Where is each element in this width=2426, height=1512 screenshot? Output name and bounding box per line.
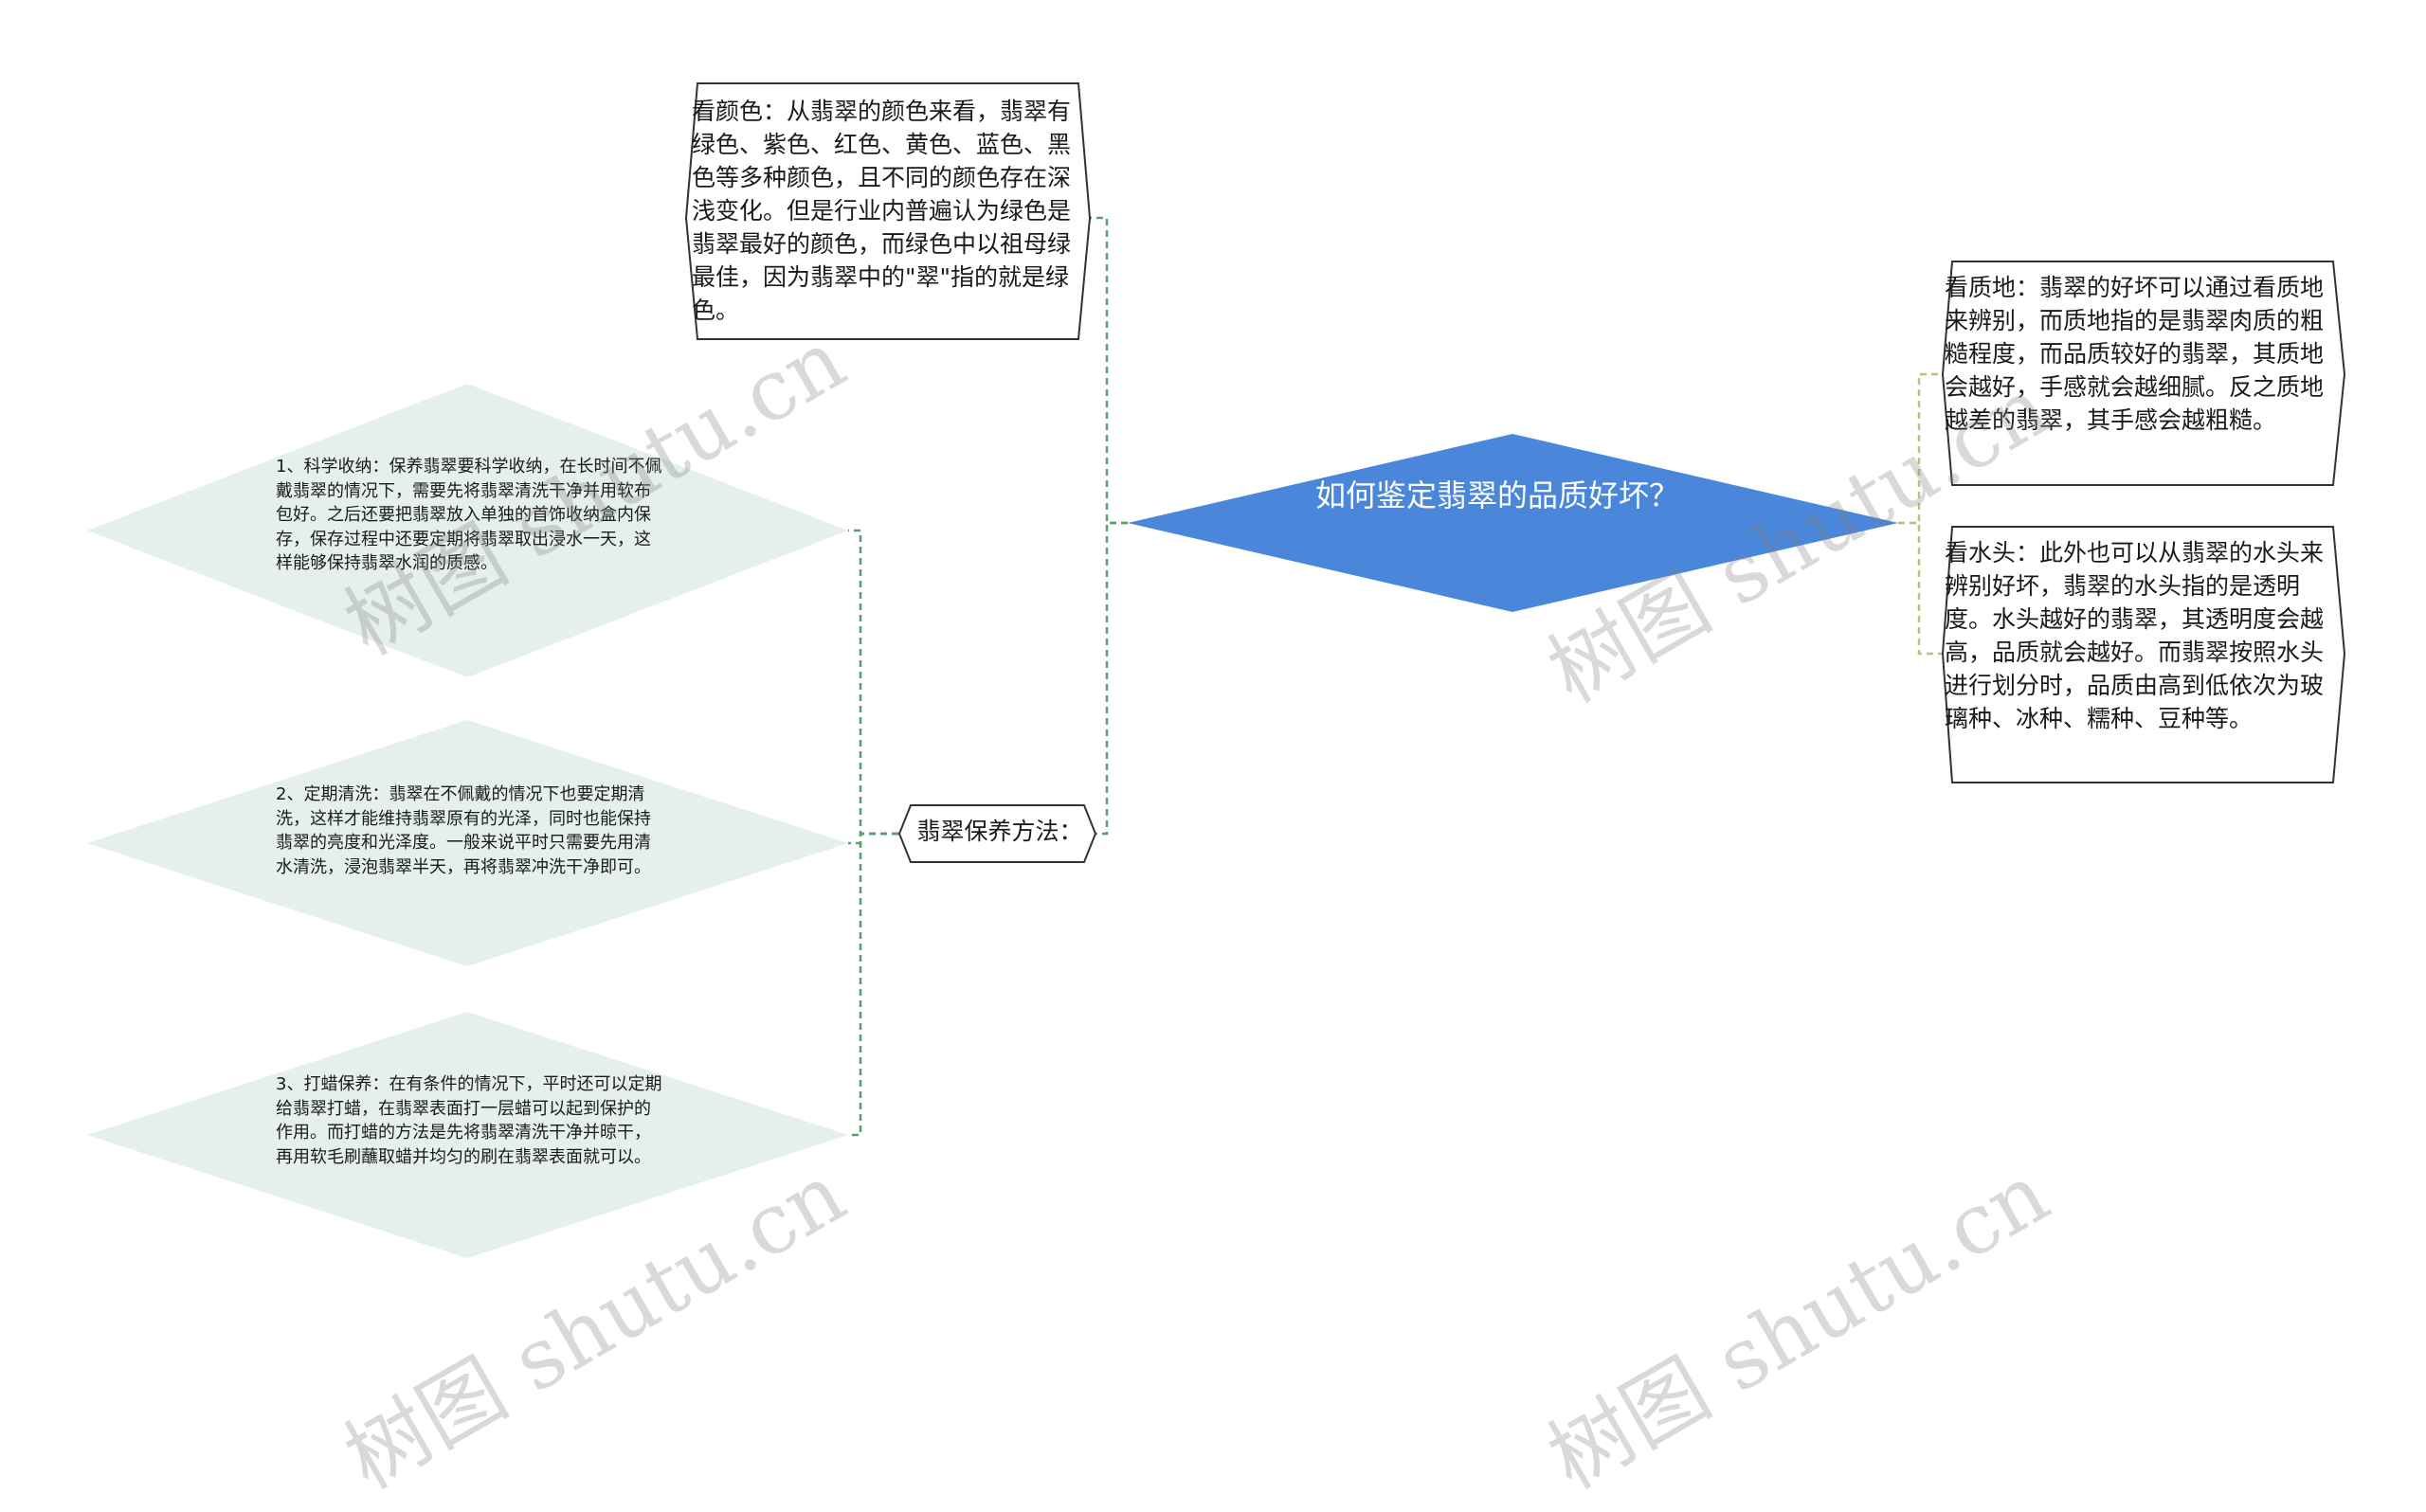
center-topic-shape[interactable] — [1128, 434, 1898, 612]
water-node-shape[interactable] — [1941, 526, 2346, 783]
link-maintenance-tip1 — [848, 529, 898, 836]
color-node-label: 看颜色：从翡翠的颜色来看，翡翠有绿色、紫色、红色、黄色、蓝色、黑色等多种颜色，且… — [692, 98, 1072, 324]
color-node-shape[interactable] — [684, 82, 1092, 340]
texture-node-shape[interactable] — [1941, 261, 2346, 486]
tip2-shape[interactable] — [87, 720, 848, 966]
tip1-label: 1、科学收纳：保养翡翠要科学收纳，在长时间不佩戴翡翠的情况下，需要先将翡翠清洗干… — [276, 457, 662, 573]
maintenance-node-shape[interactable] — [897, 804, 1097, 863]
water-node-label: 看水头：此外也可以从翡翠的水头来辨别好坏，翡翠的水头指的是透明度。水头越好的翡翠… — [1945, 539, 2325, 732]
tip2-label: 2、定期清洗：翡翠在不佩戴的情况下也要定期清洗，这样才能维持翡翠原有的光泽，同时… — [276, 784, 651, 877]
tip3-label: 3、打蜡保养：在有条件的情况下，平时还可以定期给翡翠打蜡，在翡翠表面打一层蜡可以… — [276, 1074, 662, 1167]
link-maintenance-tip3 — [848, 832, 898, 1137]
link-center-color — [1090, 216, 1128, 525]
tip3-shape[interactable] — [87, 1012, 848, 1258]
link-maintenance-tip2 — [848, 832, 898, 845]
link-center-water — [1898, 521, 1943, 656]
mindmap-canvas — [87, 82, 2346, 1258]
maintenance-node-label: 翡翠保养方法： — [916, 818, 1083, 845]
link-center-texture — [1898, 372, 1943, 525]
texture-node-label: 看质地：翡翠的好坏可以通过看质地来辨别，而质地指的是翡翠肉质的粗糙程度，而品质较… — [1945, 274, 2325, 434]
tip1-shape[interactable] — [87, 384, 848, 677]
link-center-maintenance — [1095, 521, 1128, 836]
center-topic-label: 如何鉴定翡翠的品质好坏？ — [1314, 477, 1679, 513]
